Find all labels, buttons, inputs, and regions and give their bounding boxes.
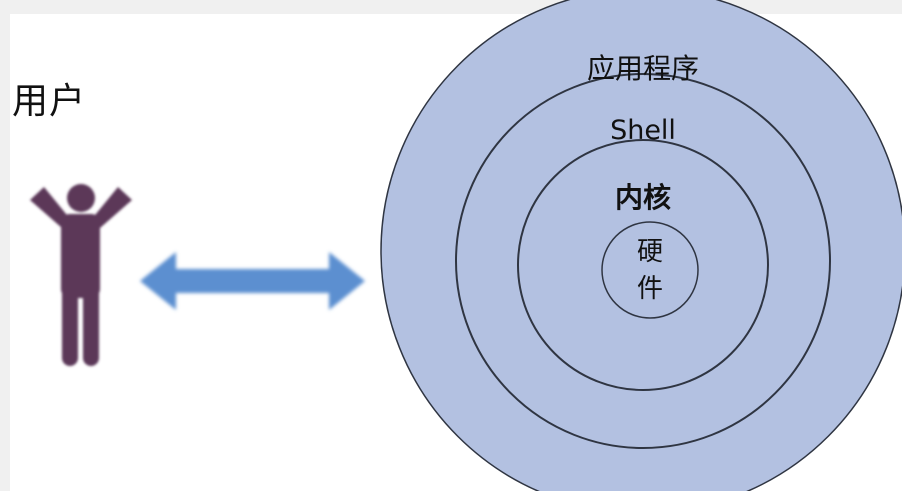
kernel-layer-label: 内核 xyxy=(615,181,671,214)
user-label: 用户 xyxy=(12,81,87,122)
hardware-layer-circle xyxy=(601,221,699,319)
double-headed-arrow-icon xyxy=(140,252,365,310)
hardware-label-line2: 件 xyxy=(637,274,663,304)
hardware-label-line1: 硬 xyxy=(637,237,663,267)
outer-layer-label: 应用程序 xyxy=(587,52,699,85)
shell-layer-label: Shell xyxy=(610,115,676,146)
person-icon xyxy=(30,184,132,366)
layer-circles xyxy=(380,0,902,491)
